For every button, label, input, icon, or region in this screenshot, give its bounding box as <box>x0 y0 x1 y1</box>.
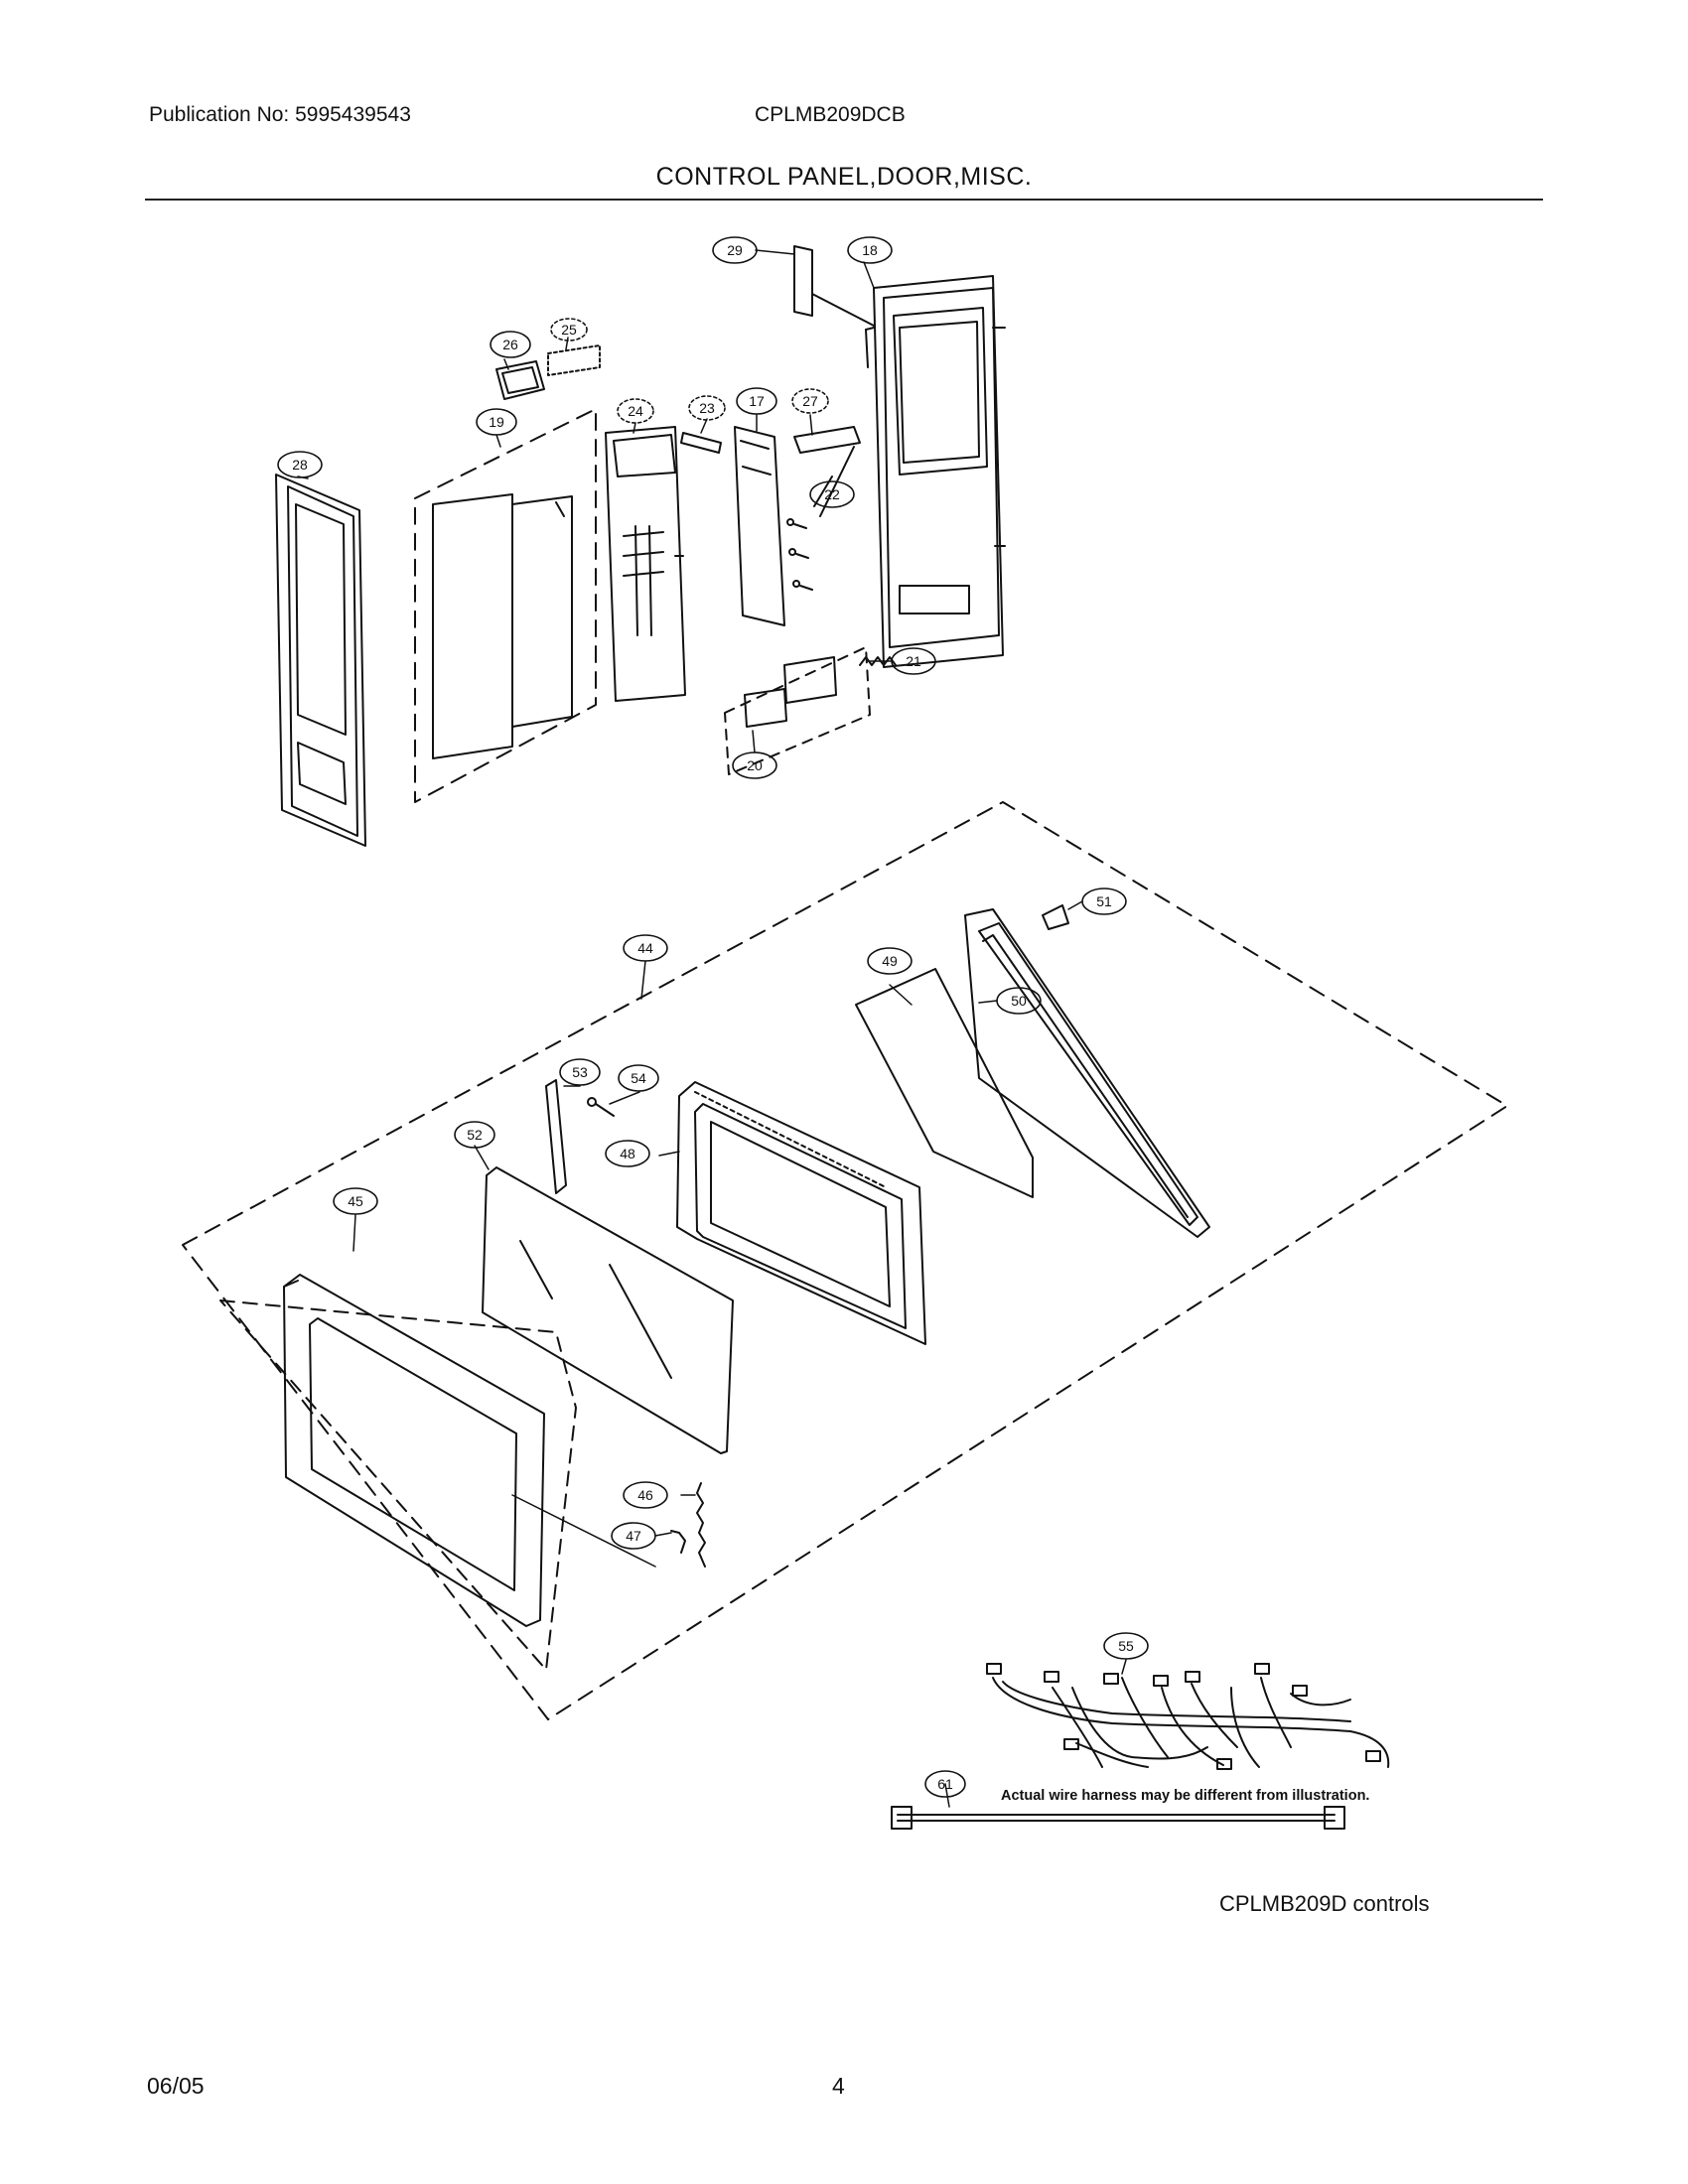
part-23-strip <box>680 432 722 454</box>
callout-26: 26 <box>502 337 518 352</box>
leader-lines <box>297 249 1127 1808</box>
callout-balloon-20 <box>732 751 777 779</box>
callout-20: 20 <box>747 757 763 773</box>
callout-balloon-55 <box>1103 1632 1149 1660</box>
model-number: CPLMB209DCB <box>755 103 906 126</box>
page-number: 4 <box>832 2073 845 2099</box>
callout-53: 53 <box>572 1064 588 1080</box>
callout-balloon-51 <box>1081 887 1127 915</box>
callout-balloon-26 <box>490 331 531 358</box>
harness-disclaimer: Actual wire harness may be different fro… <box>1001 1788 1370 1804</box>
callout-52: 52 <box>467 1127 483 1143</box>
part-46-47-hinge <box>670 1482 706 1568</box>
callout-balloon-22 <box>809 480 855 508</box>
header-rule <box>145 199 1543 201</box>
callout-49: 49 <box>882 953 898 969</box>
callout-balloon-45 <box>333 1187 378 1215</box>
callout-50: 50 <box>1011 993 1027 1009</box>
callout-25: 25 <box>561 322 577 338</box>
part-52-glass-panel <box>482 1166 734 1454</box>
part-45-outline <box>219 1299 577 1671</box>
callout-balloon-50 <box>996 987 1042 1015</box>
callout-27: 27 <box>802 393 818 409</box>
part-17-circuit-board <box>734 426 785 626</box>
part-19-membrane <box>432 493 513 759</box>
part-48-choke-frame <box>676 1081 926 1345</box>
part-51-latch <box>1042 904 1069 930</box>
publication-number: Publication No: 5995439543 <box>149 103 411 126</box>
callout-46: 46 <box>637 1487 653 1503</box>
part-25-film <box>547 344 601 376</box>
part-19-group-outline <box>414 408 597 803</box>
part-55-wire-harness <box>986 1663 1390 1770</box>
callout-balloon-27 <box>791 388 829 414</box>
model-note: CPLMB209D controls <box>1219 1891 1430 1916</box>
callout-61: 61 <box>937 1776 953 1792</box>
callout-51: 51 <box>1096 893 1112 909</box>
part-20-buttons <box>724 646 871 775</box>
section-title: CONTROL PANEL,DOOR,MISC. <box>655 163 1033 191</box>
callout-balloon-53 <box>559 1058 601 1086</box>
callout-24: 24 <box>628 403 643 419</box>
callout-balloon-23 <box>688 395 726 421</box>
callout-balloon-52 <box>454 1121 495 1149</box>
callout-balloon-49 <box>867 947 913 975</box>
part-54-screw <box>587 1097 615 1117</box>
callout-balloon-19 <box>476 408 517 436</box>
part-53-handle-insert <box>545 1079 567 1194</box>
callout-balloon-17 <box>736 387 777 415</box>
callout-45: 45 <box>348 1193 363 1209</box>
callout-19: 19 <box>489 414 504 430</box>
part-28-front-panel <box>275 474 366 847</box>
callout-balloon-24 <box>617 398 654 424</box>
callout-23: 23 <box>699 400 715 416</box>
callout-22: 22 <box>824 486 840 502</box>
callout-balloon-25 <box>550 318 588 341</box>
callout-47: 47 <box>626 1528 641 1544</box>
part-44-door-assembly-outline <box>182 801 1508 1720</box>
part-18-control-frame <box>865 275 1006 668</box>
callout-balloon-21 <box>891 647 936 675</box>
part-45-door-frame <box>283 1274 545 1627</box>
callout-balloon-61 <box>924 1770 966 1798</box>
footer-date: 06/05 <box>147 2073 205 2099</box>
callout-48: 48 <box>620 1146 635 1161</box>
part-19-sheet <box>511 495 573 728</box>
callout-balloon-47 <box>611 1522 656 1550</box>
callout-55: 55 <box>1118 1638 1134 1654</box>
part-27-bracket <box>793 426 861 454</box>
callout-17: 17 <box>749 393 765 409</box>
callout-44: 44 <box>637 940 653 956</box>
part-24-keypad <box>605 426 686 702</box>
part-50-door-frame <box>964 908 1210 1238</box>
callout-balloon-29 <box>712 236 758 264</box>
callout-29: 29 <box>727 242 743 258</box>
callout-21: 21 <box>906 653 921 669</box>
callout-balloon-48 <box>605 1140 650 1167</box>
part-49-shield-sheet <box>855 968 1034 1198</box>
callout-balloon-54 <box>618 1064 659 1092</box>
callout-54: 54 <box>631 1070 646 1086</box>
callout-balloon-18 <box>847 236 893 264</box>
part-26-window <box>495 360 545 400</box>
callout-balloon-44 <box>623 934 668 962</box>
callout-28: 28 <box>292 457 308 473</box>
part-29-label <box>793 245 875 327</box>
callout-balloon-28 <box>277 451 323 478</box>
callout-18: 18 <box>862 242 878 258</box>
part-22-screws <box>786 446 855 591</box>
callout-balloon-46 <box>623 1481 668 1509</box>
part-61-wire-lead <box>891 1806 1345 1830</box>
